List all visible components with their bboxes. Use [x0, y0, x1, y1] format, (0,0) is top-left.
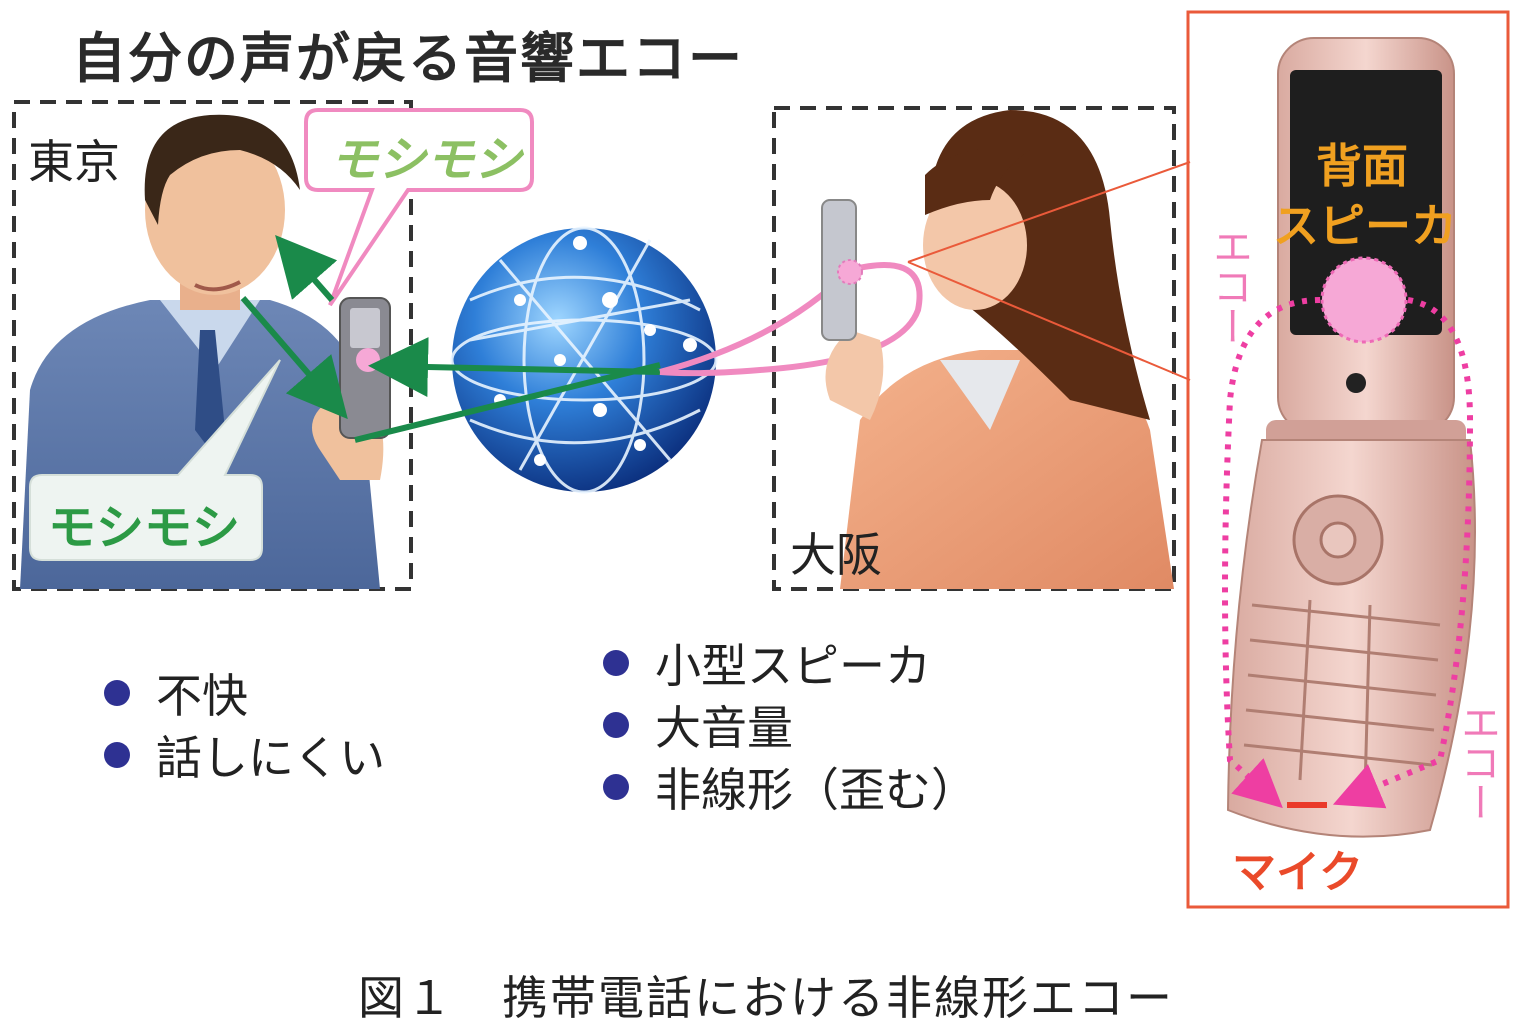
speaker-label-2: スピーカ — [1273, 199, 1457, 253]
woman-phone — [821, 199, 863, 341]
green-signal-arrows — [240, 234, 661, 443]
osaka-bullet-list: 小型スピーカ 大音量 非線形（歪む） — [603, 630, 977, 817]
echo-label-left: エコー — [1206, 226, 1252, 346]
bullet-dot-icon — [603, 774, 629, 800]
osaka-label: 大阪 — [790, 528, 882, 582]
figure-caption: 図１ 携帯電話における非線形エコー — [358, 971, 1174, 1025]
echo-label-right: エコー — [1454, 702, 1500, 822]
tokyo-label: 東京 — [28, 135, 120, 189]
zoom-line-top — [907, 161, 1191, 263]
echo-bubble-text: モシモシ — [330, 132, 523, 188]
bullet-dot-icon — [603, 650, 629, 676]
phone-detail-frame — [1186, 10, 1510, 909]
bullet-item: 非線形（歪む） — [603, 754, 977, 817]
flip-phone-detail — [1226, 37, 1476, 838]
bullet-item: 小型スピーカ — [603, 630, 977, 693]
woman-illustration — [825, 110, 1174, 589]
bullet-dot-icon — [104, 742, 130, 768]
bullet-item: 不快 — [104, 660, 385, 723]
echo-path-right — [1332, 297, 1474, 809]
mic-label: マイク — [1232, 847, 1364, 898]
tokyo-bullet-list: 不快 話しにくい — [104, 660, 385, 785]
tokyo-bubble-text: モシモシ — [48, 500, 241, 556]
echo-bubble — [304, 108, 534, 307]
bullet-item: 大音量 — [603, 692, 977, 755]
bullet-dot-icon — [603, 712, 629, 738]
bullet-dot-icon — [104, 680, 130, 706]
globe-icon — [450, 226, 718, 494]
zoom-line-bottom — [907, 261, 1191, 381]
speaker-label-1: 背面 — [1316, 139, 1408, 193]
echo-loop — [659, 262, 923, 377]
tokyo-bubble — [29, 359, 281, 561]
bullet-item: 話しにくい — [104, 722, 385, 785]
page-title: 自分の声が戻る音響エコー — [72, 27, 744, 90]
echo-path-left — [1222, 297, 1321, 809]
